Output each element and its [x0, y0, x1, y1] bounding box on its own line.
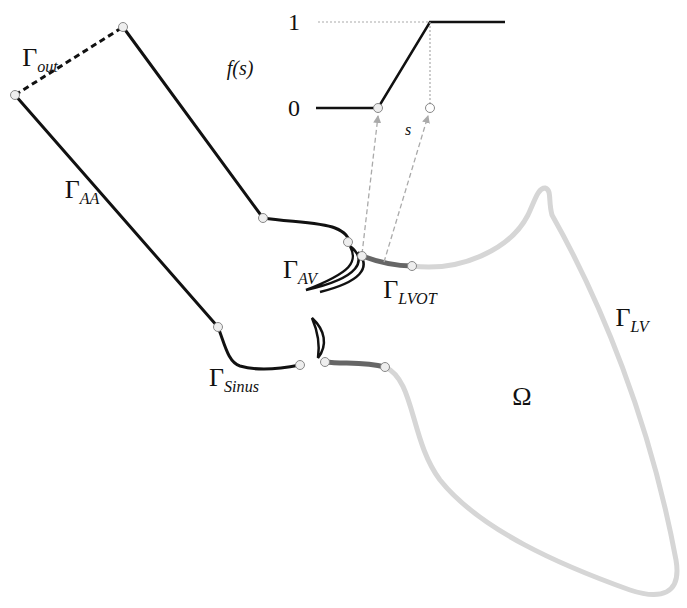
boundary-label: Γout — [22, 45, 58, 75]
aorta-wall — [123, 27, 348, 242]
lvot-wall — [325, 362, 385, 367]
boundary-label: ΓAV — [283, 257, 317, 287]
outlet-boundary — [15, 27, 123, 95]
boundary-label: ΓSinus — [209, 365, 259, 395]
valve-leaflet — [320, 252, 364, 292]
valve-leaflet — [312, 318, 324, 358]
lv-wall — [385, 188, 677, 595]
guide-line — [318, 22, 430, 104]
boundary-points — [11, 23, 435, 372]
lvot-wall — [362, 256, 412, 266]
boundary-label: ΓLV — [615, 305, 648, 335]
axis-value: 0 — [288, 96, 300, 120]
axis-label: s — [405, 122, 411, 138]
aorta-wall — [15, 95, 300, 369]
leader-arrow — [384, 116, 428, 262]
function-label: f(s) — [227, 58, 254, 78]
ramp-function — [316, 22, 505, 108]
axis-value: 1 — [288, 10, 300, 34]
boundary-label: ΓAA — [65, 177, 100, 207]
leader-arrow — [362, 116, 378, 254]
boundary-label: ΓLVOT — [383, 277, 436, 307]
domain-label: Ω — [512, 384, 531, 410]
